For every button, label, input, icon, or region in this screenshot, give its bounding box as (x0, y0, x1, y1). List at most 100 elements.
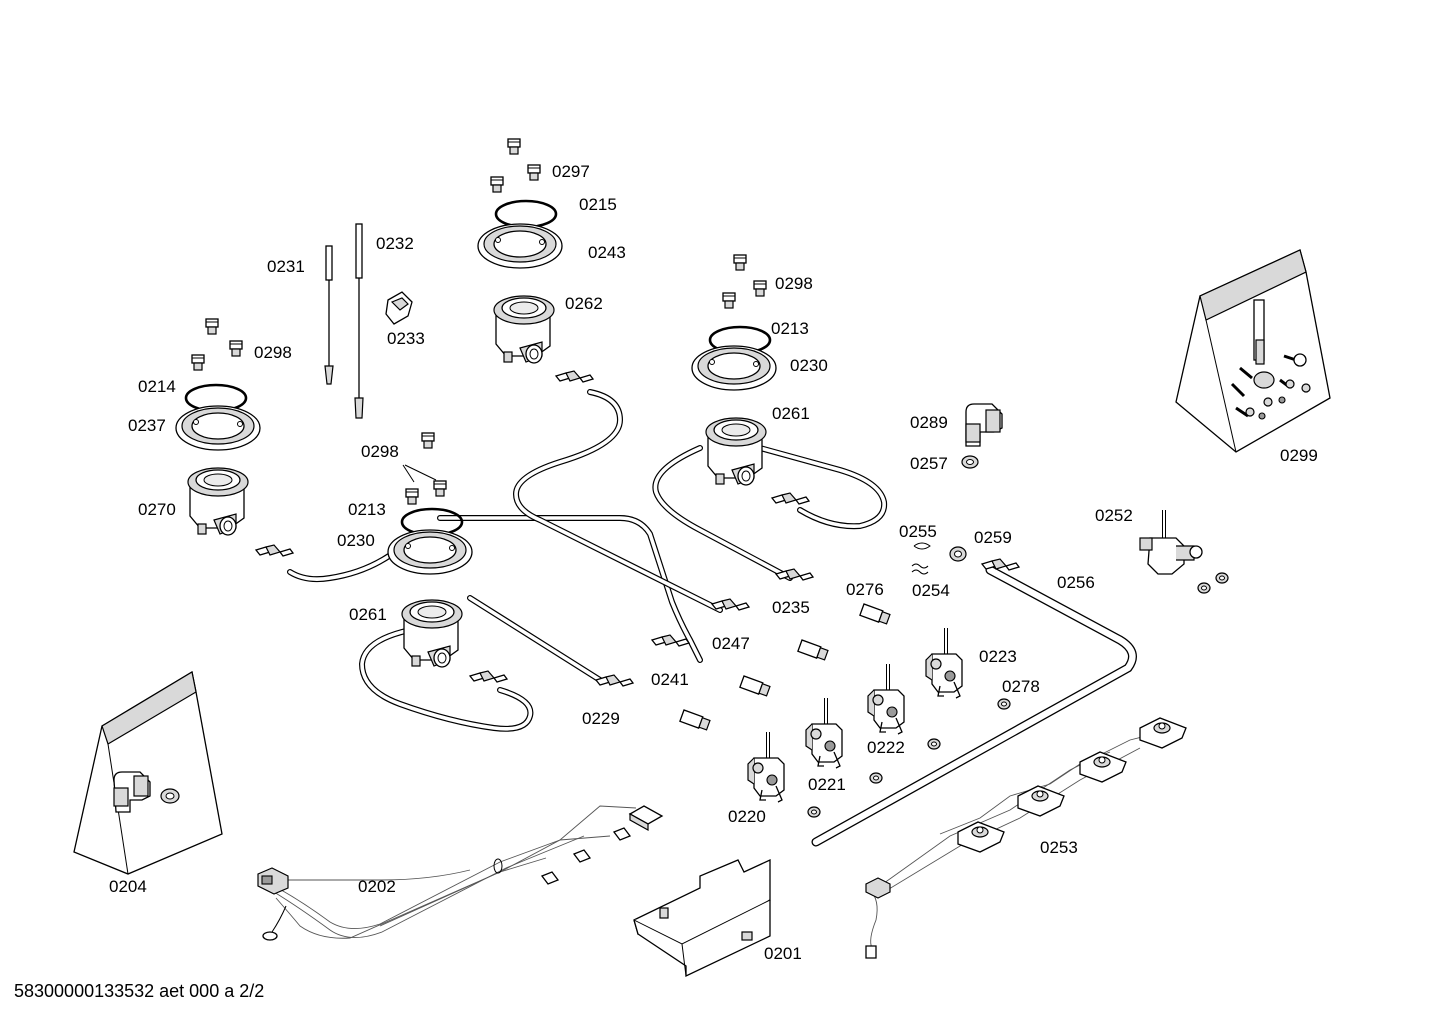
label-0213-mid: 0213 (348, 500, 386, 519)
screw-icon (405, 488, 419, 505)
small-parts-0254-0255-0259 (911, 542, 967, 575)
screw-icon (205, 318, 219, 335)
label-0230-mid: 0230 (337, 531, 375, 550)
document-id: 58300000133532 aet 000 a 2/2 (14, 981, 265, 1001)
screw-icon (421, 432, 435, 449)
label-0298-top: 0298 (775, 274, 813, 293)
label-0276: 0276 (846, 580, 884, 599)
nut-icon (1197, 582, 1211, 594)
pipe-0247 (513, 389, 723, 613)
fitting-icon (651, 634, 690, 647)
label-0255: 0255 (899, 522, 937, 541)
pipe-0229 (359, 595, 603, 732)
valve-icon (746, 730, 786, 804)
label-0213-top: 0213 (771, 319, 809, 338)
burner-body-icon (401, 599, 463, 668)
label-0261-mid: 0261 (349, 605, 387, 624)
label-0222: 0222 (867, 738, 905, 757)
screw-icon (733, 254, 747, 271)
parts-bag-0299 (1175, 249, 1331, 453)
label-0233: 0233 (387, 329, 425, 348)
label-0259: 0259 (974, 528, 1012, 547)
label-0202: 0202 (358, 877, 396, 896)
burner-body-icon (493, 295, 555, 364)
ignition-switches-0253 (865, 717, 1187, 959)
nut-icon (1215, 572, 1229, 584)
label-0252: 0252 (1095, 506, 1133, 525)
valve-icon (804, 696, 844, 770)
label-0261-top: 0261 (772, 404, 810, 423)
label-0289: 0289 (910, 413, 948, 432)
burner-body-icon (187, 467, 249, 536)
label-0299: 0299 (1280, 446, 1318, 465)
part-labels: 0297 0215 0243 0262 0231 0232 0233 0298 … (109, 162, 1318, 963)
nut-icon (927, 738, 941, 750)
label-0232: 0232 (376, 234, 414, 253)
ring-icon (494, 199, 558, 229)
label-0257: 0257 (910, 454, 948, 473)
label-0204: 0204 (109, 877, 147, 896)
fitting-icon (771, 492, 810, 505)
label-0231: 0231 (267, 257, 305, 276)
injectors (679, 603, 891, 731)
label-0220: 0220 (728, 807, 766, 826)
burner-cap-icon (477, 223, 563, 269)
label-0253: 0253 (1040, 838, 1078, 857)
pipe-0256 (811, 565, 1137, 847)
elbow-fitting-0289 (961, 403, 1003, 469)
nut-icon (997, 698, 1011, 710)
label-0215: 0215 (579, 195, 617, 214)
burner-assembly-middle (387, 432, 508, 683)
label-0256: 0256 (1057, 573, 1095, 592)
parts-bag-0204 (73, 670, 223, 875)
label-0221: 0221 (808, 775, 846, 794)
fitting-icon (711, 598, 750, 611)
label-0262: 0262 (565, 294, 603, 313)
label-0298-left: 0298 (254, 343, 292, 362)
pipe-0235 (652, 445, 888, 581)
thermocouple-parts (324, 223, 413, 419)
label-0270: 0270 (138, 500, 176, 519)
label-0237: 0237 (128, 416, 166, 435)
label-0241: 0241 (651, 670, 689, 689)
burner-body-icon (705, 417, 767, 486)
label-0223: 0223 (979, 647, 1017, 666)
label-0254: 0254 (912, 581, 950, 600)
screw-icon (527, 164, 541, 181)
label-0278: 0278 (1002, 677, 1040, 696)
label-0214: 0214 (138, 377, 176, 396)
fitting-icon (255, 544, 294, 557)
label-0201: 0201 (764, 944, 802, 963)
screw-icon (507, 138, 521, 155)
gas-valves (746, 626, 1011, 818)
label-0243: 0243 (588, 243, 626, 262)
screw-icon (229, 340, 243, 357)
label-0247: 0247 (712, 634, 750, 653)
screw-icon (490, 176, 504, 193)
screw-icon (753, 280, 767, 297)
valve-block-0252 (1139, 510, 1229, 594)
nut-icon (869, 772, 883, 784)
screw-icon (722, 292, 736, 309)
screw-icon (191, 354, 205, 371)
pipe-0241 (287, 515, 703, 663)
fitting-icon (469, 670, 508, 683)
nut-icon (807, 806, 821, 818)
label-0230-top: 0230 (790, 356, 828, 375)
fitting-icon (595, 674, 634, 687)
label-0235: 0235 (772, 598, 810, 617)
ignition-module-0201 (633, 858, 771, 978)
valve-icon (924, 626, 964, 700)
burner-cap-icon (387, 529, 473, 575)
label-0298-mid: 0298 (361, 442, 399, 461)
valve-icon (866, 662, 906, 736)
fitting-icon (981, 558, 1020, 571)
fitting-icon (555, 370, 594, 383)
wiring-harness-0202 (257, 805, 664, 941)
screw-icon (433, 480, 447, 497)
burner-cap-icon (175, 405, 261, 451)
label-0229: 0229 (582, 709, 620, 728)
burner-cap-icon (691, 345, 777, 391)
